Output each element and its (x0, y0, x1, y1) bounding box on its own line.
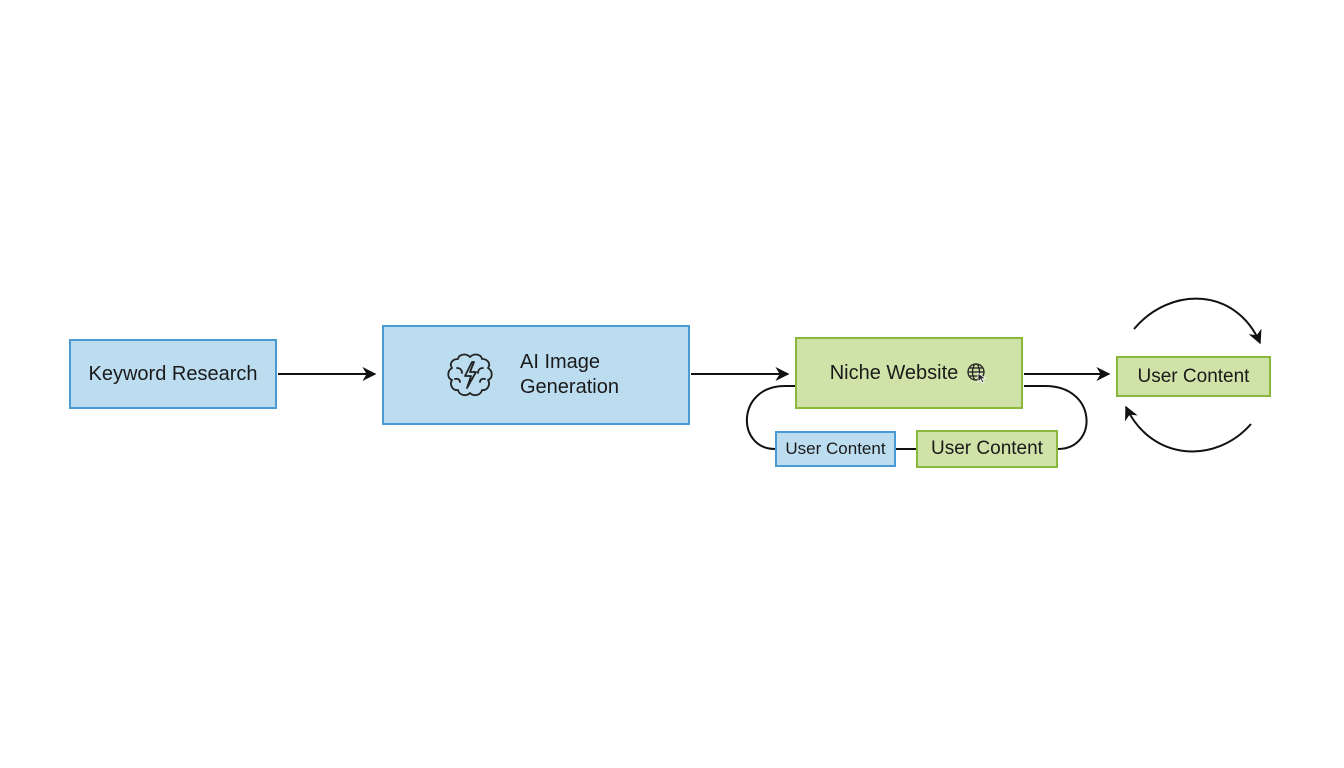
ai-image-generation-node: AI Image Generation (382, 325, 690, 425)
user-content-node-loop-blue: User Content (775, 431, 896, 467)
keyword-research-label: Keyword Research (88, 362, 258, 385)
niche-website-label: Niche Website (829, 361, 959, 384)
user-content-node-main: User Content (1116, 356, 1271, 397)
user-content-loop-blue-label: User Content (785, 439, 886, 458)
globe-cursor-icon (966, 362, 988, 384)
loop-connector-right (1024, 385, 1088, 450)
cycle-arrow-top (1133, 297, 1262, 345)
user-content-loop-green-label: User Content (931, 438, 1043, 459)
ai-image-generation-label: AI Image Generation (520, 350, 619, 400)
user-content-main-label: User Content (1137, 365, 1250, 387)
brain-lightning-icon (444, 349, 496, 401)
loop-connector-left (745, 385, 795, 450)
user-content-node-loop-green: User Content (916, 430, 1058, 468)
ai-label-line1: AI Image (520, 351, 601, 373)
niche-website-node: Niche Website (795, 337, 1023, 409)
keyword-research-node: Keyword Research (69, 339, 277, 409)
ai-label-line2: Generation (520, 376, 619, 398)
cycle-arrow-bottom (1125, 405, 1252, 453)
